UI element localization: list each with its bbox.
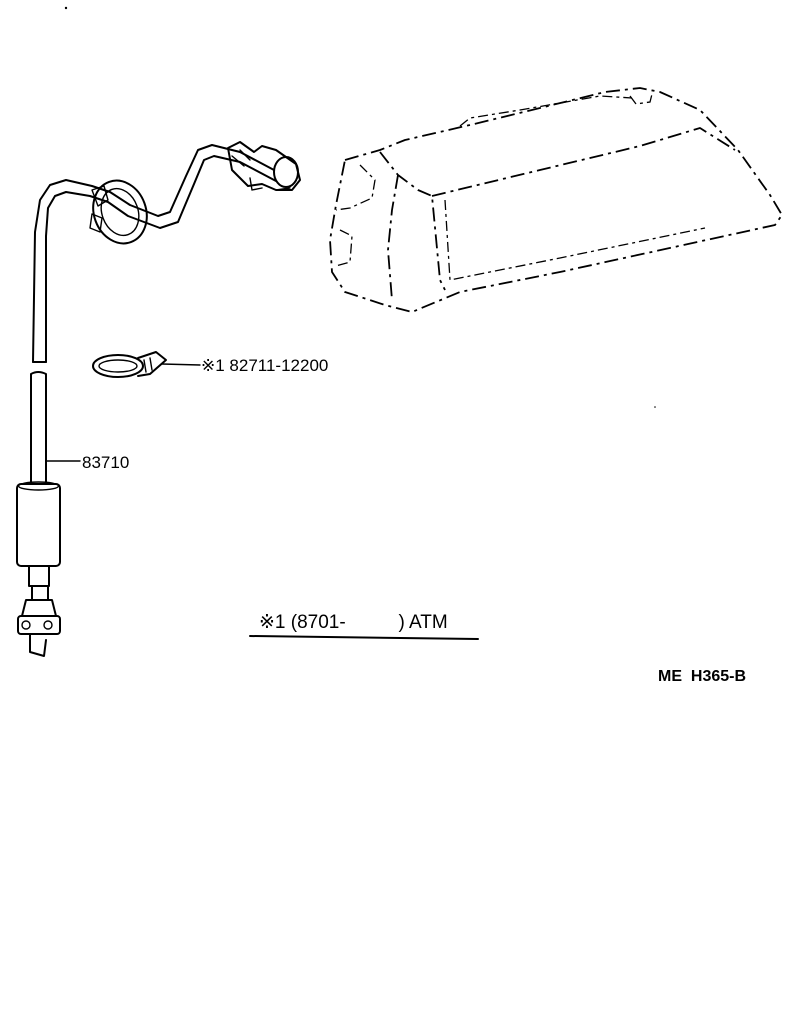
clamp-leader-line <box>161 363 201 366</box>
scan-speck <box>64 6 68 10</box>
drawing-code: ME H365-B <box>658 668 746 685</box>
speedometer-cable-assembly <box>16 141 301 657</box>
combination-meter-phantom <box>329 87 783 313</box>
clamp-part-number: ※1 82711-12200 <box>201 356 328 375</box>
cable-part-number: 83710 <box>82 453 129 472</box>
applicability-note: ※1 (8701- ) ATM <box>259 612 448 633</box>
cable-clamp <box>92 351 167 378</box>
note-underline <box>249 635 479 640</box>
scan-speck <box>654 406 656 408</box>
